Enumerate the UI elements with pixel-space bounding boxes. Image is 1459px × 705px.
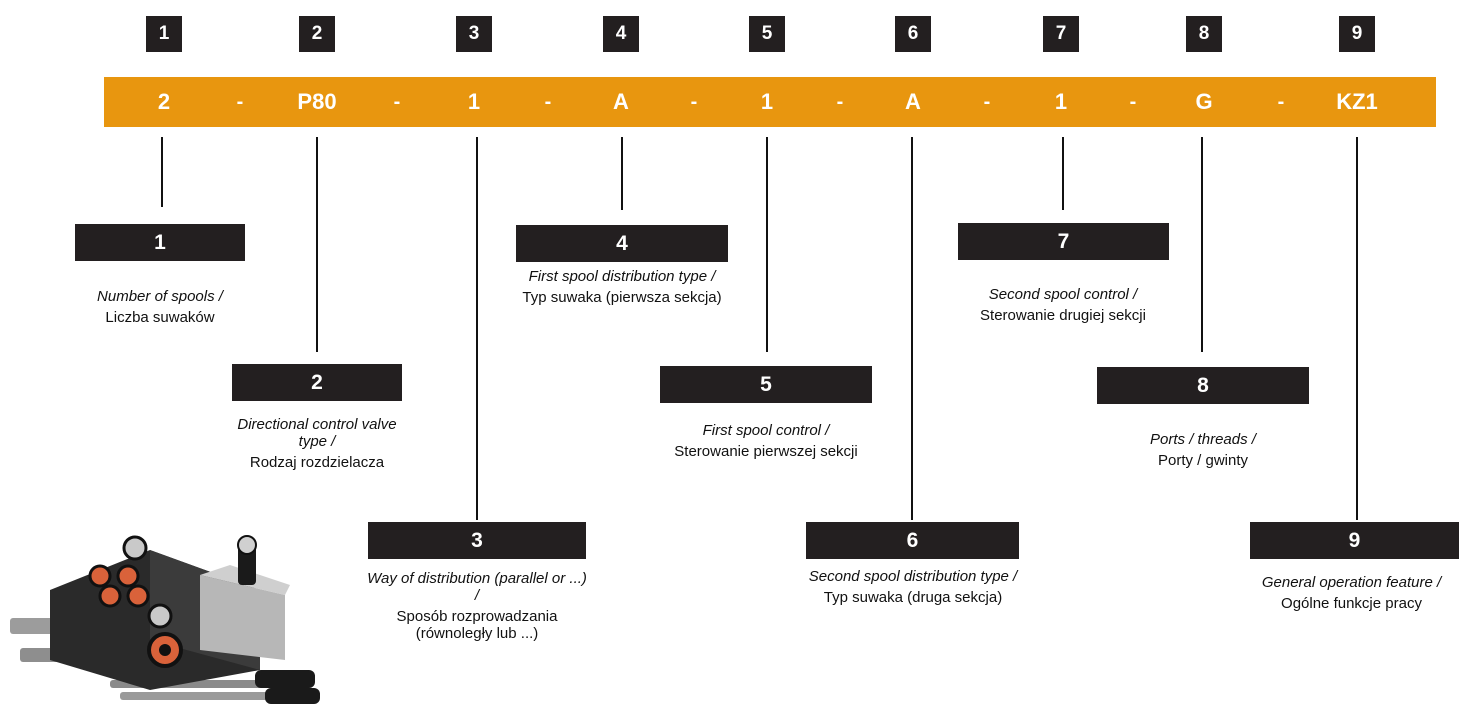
connector-line-7 <box>1062 137 1064 210</box>
description-9-en: General operation feature / <box>1261 574 1442 591</box>
code-separator: - <box>1277 91 1285 113</box>
description-1-en: Number of spools / <box>97 288 223 305</box>
connector-line-1 <box>161 137 163 207</box>
connector-line-6 <box>911 137 913 520</box>
description-5-en: First spool control / <box>702 422 830 439</box>
label-box-6: 6 <box>806 522 1019 559</box>
description-8-pl: Porty / gwinty <box>1157 452 1249 469</box>
description-7-en: Second spool control / <box>988 286 1138 303</box>
description-2: Directional control valve type / Rodzaj … <box>227 416 407 471</box>
label-box-8: 8 <box>1097 367 1309 404</box>
description-1: Number of spools / Liczba suwaków <box>60 288 260 326</box>
order-code-bar <box>104 77 1436 127</box>
description-9: General operation feature / Ogólne funkc… <box>1249 574 1454 612</box>
code-value-1: 2 <box>157 89 171 114</box>
description-4-pl: Typ suwaka (pierwsza sekcja) <box>522 289 722 306</box>
code-separator: - <box>393 91 401 113</box>
label-box-4: 4 <box>516 225 728 262</box>
hydraulic-valve-image <box>10 535 320 704</box>
description-4: First spool distribution type / Typ suwa… <box>521 268 723 306</box>
description-7-pl: Sterowanie drugiej sekcji <box>980 307 1146 324</box>
description-2-en: Directional control valve type / <box>237 416 397 450</box>
description-9-pl: Ogólne funkcje pracy <box>1281 595 1422 612</box>
description-3-en: Way of distribution (parallel or ...) / <box>367 570 587 604</box>
code-separator: - <box>983 91 991 113</box>
position-number-6: 6 <box>895 16 931 52</box>
position-number-2: 2 <box>299 16 335 52</box>
code-value-7: 1 <box>1054 89 1068 114</box>
code-value-5: 1 <box>760 89 774 114</box>
description-3: Way of distribution (parallel or ...) / … <box>363 570 591 642</box>
description-3-pl: Sposób rozprowadzania (równoległy lub ..… <box>396 608 558 642</box>
position-number-1: 1 <box>146 16 182 52</box>
position-number-9: 9 <box>1339 16 1375 52</box>
label-box-1: 1 <box>75 224 245 261</box>
label-box-7: 7 <box>958 223 1169 260</box>
code-value-6: A <box>905 89 921 114</box>
code-separator: - <box>1129 91 1137 113</box>
connector-line-8 <box>1201 137 1203 352</box>
description-8-en: Ports / threads / <box>1150 431 1256 448</box>
description-5-pl: Sterowanie pierwszej sekcji <box>674 443 858 460</box>
code-separator: - <box>690 91 698 113</box>
position-number-4: 4 <box>603 16 639 52</box>
code-value-9: KZ1 <box>1336 89 1378 114</box>
connector-line-9 <box>1356 137 1358 520</box>
code-value-4: A <box>613 89 629 114</box>
label-box-3: 3 <box>368 522 586 559</box>
description-6-pl: Typ suwaka (druga sekcja) <box>823 589 1003 606</box>
label-box-9: 9 <box>1250 522 1459 559</box>
description-2-pl: Rodzaj rozdzielacza <box>249 454 385 471</box>
code-separator: - <box>544 91 552 113</box>
description-4-en: First spool distribution type / <box>528 268 716 285</box>
code-value-2: P80 <box>297 89 337 114</box>
connector-line-4 <box>621 137 623 210</box>
position-number-3: 3 <box>456 16 492 52</box>
description-5: First spool control / Sterowanie pierwsz… <box>660 422 872 460</box>
code-separator: - <box>236 91 244 113</box>
description-1-pl: Liczba suwaków <box>105 309 215 326</box>
code-value-8: G <box>1195 89 1213 114</box>
description-6: Second spool distribution type / Typ suw… <box>803 568 1023 606</box>
description-6-en: Second spool distribution type / <box>808 568 1018 585</box>
description-7: Second spool control / Sterowanie drugie… <box>948 286 1178 324</box>
code-value-3: 1 <box>467 89 481 114</box>
position-number-7: 7 <box>1043 16 1079 52</box>
connector-line-2 <box>316 137 318 352</box>
description-8: Ports / threads / Porty / gwinty <box>1097 431 1309 469</box>
label-box-5: 5 <box>660 366 872 403</box>
code-separator: - <box>836 91 844 113</box>
position-number-5: 5 <box>749 16 785 52</box>
position-number-8: 8 <box>1186 16 1222 52</box>
connector-line-5 <box>766 137 768 352</box>
label-box-2: 2 <box>232 364 402 401</box>
connector-line-3 <box>476 137 478 520</box>
